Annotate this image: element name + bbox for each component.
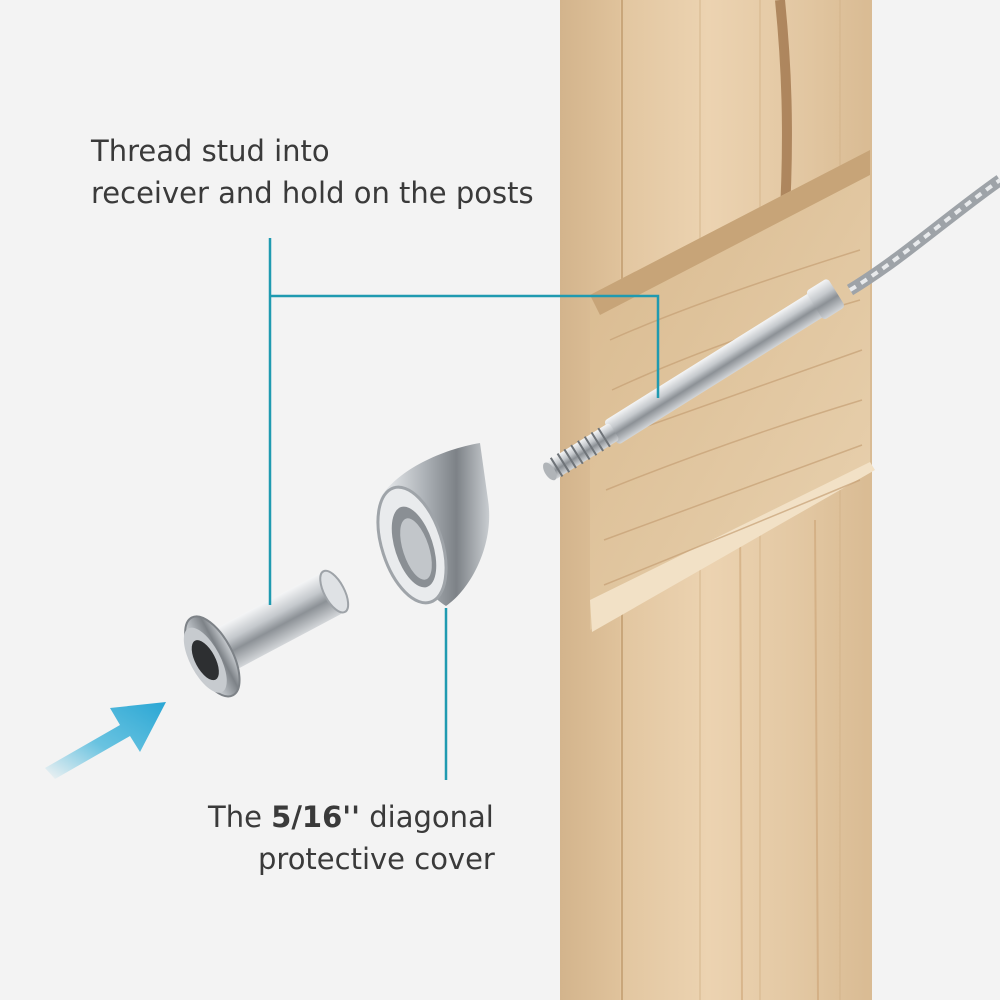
cable: [850, 180, 1000, 290]
diagonal-cover: [365, 443, 489, 611]
wood-post: [560, 0, 875, 1000]
callout-bottom-line1: The 5/16'' diagonal: [208, 796, 495, 838]
insert-arrow-icon: [45, 702, 166, 779]
callout-bottom-size: 5/16'': [271, 800, 360, 834]
callout-bottom: The 5/16'' diagonal protective cover: [208, 796, 495, 880]
callout-top: Thread stud into receiver and hold on th…: [91, 130, 534, 214]
callout-bottom-pre: The: [208, 800, 271, 834]
callout-top-line2: receiver and hold on the posts: [91, 172, 534, 214]
callout-bottom-line2: protective cover: [208, 838, 495, 880]
callout-bottom-post: diagonal: [360, 800, 494, 834]
receiver: [171, 548, 363, 706]
callout-top-line1: Thread stud into: [91, 130, 534, 172]
